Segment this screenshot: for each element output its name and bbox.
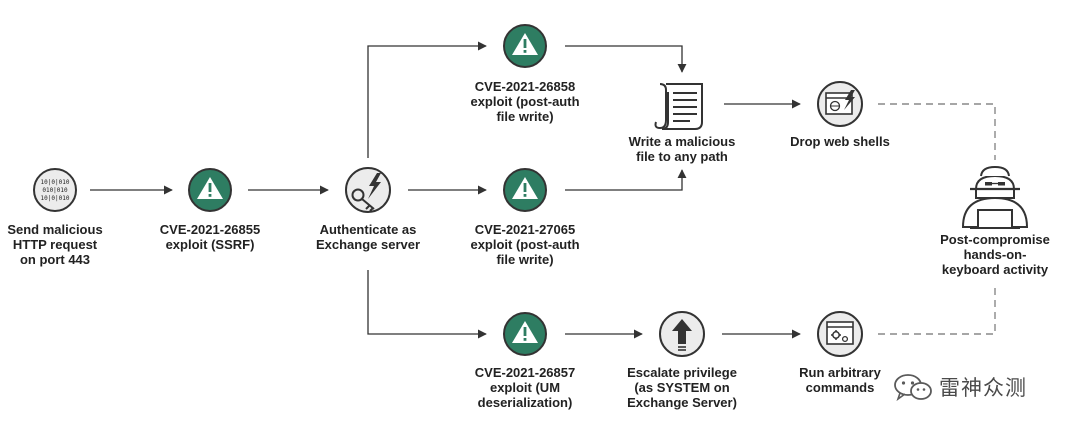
warning-icon-26855 bbox=[188, 168, 232, 212]
binary-text-2: 010|010 bbox=[42, 187, 68, 194]
escalate-arrow-icon bbox=[659, 311, 705, 357]
label-drop-webshells: Drop web shells bbox=[790, 134, 890, 149]
label-cve-26857: CVE-2021-26857 exploit (UM deserializati… bbox=[474, 365, 576, 410]
arrow-26858-to-write bbox=[565, 45, 687, 73]
scroll-document-icon bbox=[654, 83, 703, 130]
webshell-browser-icon bbox=[817, 81, 863, 127]
warning-icon-26858 bbox=[503, 24, 547, 68]
key-lightning-icon bbox=[345, 167, 391, 213]
arrow-auth-to-26857 bbox=[367, 270, 487, 339]
label-cve-26858: CVE-2021-26858 exploit (post-auth file w… bbox=[470, 79, 580, 124]
label-write-file: Write a malicious file to any path bbox=[628, 134, 736, 164]
dashed-webshells-to-postcompromise bbox=[878, 103, 996, 160]
binary-data-icon: 10|0|010 010|010 10|0|010 bbox=[33, 168, 77, 212]
warning-icon-27065 bbox=[503, 168, 547, 212]
label-cve-26855: CVE-2021-26855 exploit (SSRF) bbox=[159, 222, 261, 252]
command-window-gear-icon bbox=[817, 311, 863, 357]
dashed-commands-to-postcompromise bbox=[878, 286, 996, 335]
arrow-27065-to-write bbox=[565, 169, 687, 191]
hacker-figure-icon bbox=[961, 165, 1029, 229]
label-escalate: Escalate privilege (as SYSTEM on Exchang… bbox=[627, 365, 737, 410]
label-send-request: Send malicious HTTP request on port 443 bbox=[7, 222, 103, 267]
label-cve-27065: CVE-2021-27065 exploit (post-auth file w… bbox=[470, 222, 580, 267]
watermark-text: 雷神众测 bbox=[939, 376, 1027, 400]
connectors bbox=[90, 41, 801, 339]
arrow-auth-to-26858 bbox=[367, 41, 487, 158]
dashed-connectors bbox=[878, 103, 996, 335]
label-post-compromise: Post-compromise hands-on- keyboard activ… bbox=[940, 232, 1050, 277]
label-run-commands: Run arbitrary commands bbox=[799, 365, 881, 395]
warning-icon-26857 bbox=[503, 312, 547, 356]
binary-text-1: 10|0|010 bbox=[41, 179, 70, 186]
wechat-icon bbox=[894, 374, 932, 401]
watermark: 雷神众测 bbox=[893, 372, 1027, 402]
binary-text-3: 10|0|010 bbox=[41, 195, 70, 202]
label-authenticate: Authenticate as Exchange server bbox=[315, 222, 421, 252]
